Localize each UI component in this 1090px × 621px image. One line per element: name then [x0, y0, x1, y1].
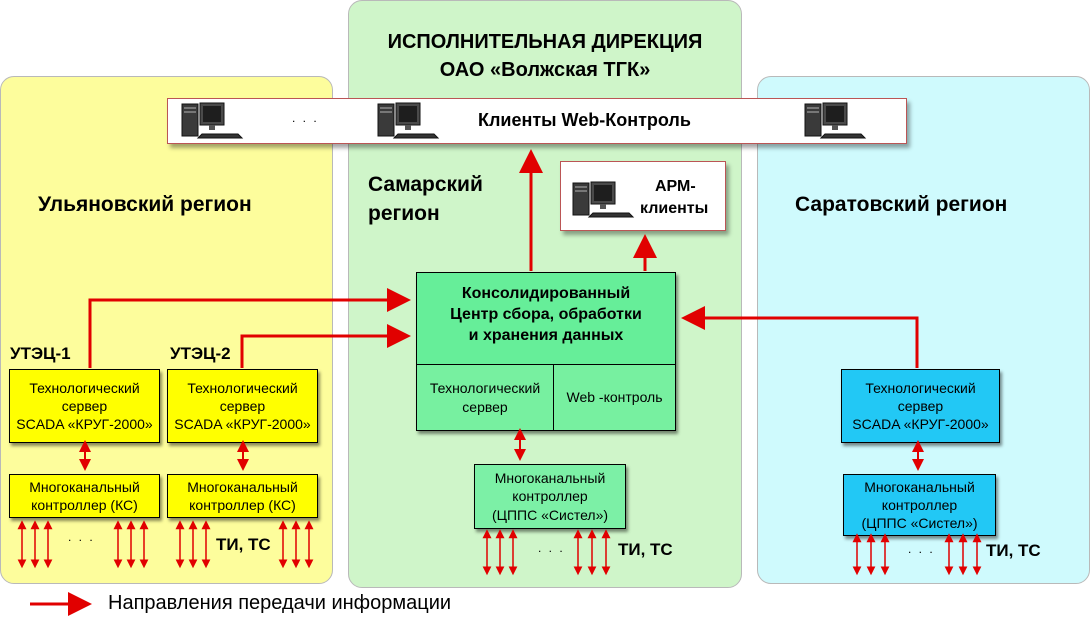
utec1-ctrl-line2: контроллер (КС) [31, 497, 138, 513]
arm-line2: клиенты [640, 200, 709, 217]
center-line3: и хранения данных [468, 327, 624, 344]
utec2-server-line1: Технологический [187, 379, 298, 396]
ulyanovsk-signals-label: ТИ, ТС [216, 535, 271, 554]
ulyanovsk-signals-ellipsis: . . . [68, 530, 95, 544]
samara-title-line1: Самарский [368, 173, 483, 196]
saratov-server-line2: сервер [897, 397, 944, 414]
samara-ctrl-line2: контроллер [512, 488, 588, 505]
signal-lines-saratov [852, 533, 982, 576]
flow-arrow-utec1-to-center [88, 288, 411, 368]
signal-lines-samara [482, 529, 611, 576]
web-clients-label: Клиенты Web-Контроль [478, 110, 691, 130]
center-tech-server-line2: сервер [462, 398, 508, 415]
samara-signals-ellipsis: . . . [538, 541, 565, 555]
saratov-server-box: Технологический сервер SCADA «КРУГ-2000» [841, 369, 1000, 443]
samara-region-title: Самарский регион [368, 170, 483, 228]
utec1-server-line3: SCADA «КРУГ-2000» [16, 416, 153, 433]
utec1-ctrl-line1: Многоканальный [29, 478, 140, 495]
center-line1: Консолидированный [461, 285, 631, 302]
samara-title-line2: регион [368, 202, 440, 225]
utec2-controller-box: Многоканальный контроллер (КС) [167, 474, 318, 518]
saratov-server-line1: Технологический [865, 379, 976, 396]
web-clients-bar [167, 98, 907, 144]
saratov-server-line3: SCADA «КРУГ-2000» [852, 416, 989, 433]
saratov-signals-ellipsis: . . . [908, 542, 935, 556]
samara-controller-box: Многоканальный контроллер (ЦППС «Систел»… [474, 464, 626, 529]
consolidated-center-title: Консолидированный Центр сбора, обработки… [416, 283, 676, 346]
center-tech-server-line1: Технологический [429, 380, 541, 397]
utec1-controller-box: Многоканальный контроллер (КС) [9, 474, 160, 518]
utec1-server-box: Технологический сервер SCADA «КРУГ-2000» [9, 369, 160, 443]
signal-lines-ulyanovsk [17, 520, 314, 569]
web-clients-ellipsis: . . . [292, 111, 319, 125]
computer-icon [804, 102, 867, 139]
arm-line1: АРМ- [655, 178, 696, 195]
plant-utec2-label: УТЭЦ-2 [170, 344, 231, 363]
ulyanovsk-region-title: Ульяновский регион [38, 193, 252, 216]
saratov-ctrl-line3: (ЦППС «Систел») [861, 515, 978, 532]
saratov-region-title: Саратовский регион [795, 193, 1008, 216]
center-line2: Центр сбора, обработки [450, 306, 642, 323]
utec1-server-line2: сервер [61, 397, 108, 414]
saratov-ctrl-line1: Многоканальный [864, 478, 975, 495]
saratov-signals-label: ТИ, ТС [986, 541, 1041, 560]
flow-arrow-utec2-to-center [240, 324, 411, 368]
samara-ctrl-line1: Многоканальный [494, 470, 606, 487]
utec2-server-line3: SCADA «КРУГ-2000» [174, 416, 311, 433]
plant-utec1-label: УТЭЦ-1 [10, 344, 71, 363]
header-title: ИСПОЛНИТЕЛЬНАЯ ДИРЕКЦИЯ ОАО «Волжская ТГ… [348, 28, 742, 84]
arm-clients-label: АРМ- клиенты [640, 176, 708, 220]
utec1-server-line1: Технологический [29, 379, 140, 396]
utec2-ctrl-line2: контроллер (КС) [189, 497, 296, 513]
saratov-controller-box: Многоканальный контроллер (ЦППС «Систел»… [843, 474, 996, 536]
samara-signals-label: ТИ, ТС [618, 540, 673, 559]
computer-icon [572, 181, 635, 218]
center-web-control-label: Web -контроль [566, 389, 663, 406]
legend-label: Направления передачи информации [108, 592, 452, 614]
center-web-control: Web -контроль [553, 364, 676, 431]
flow-arrow-saratov-to-center [681, 306, 919, 368]
saratov-ctrl-line2: контроллер [881, 496, 958, 513]
header-title-line2: ОАО «Волжская ТГК» [439, 59, 651, 81]
samara-ctrl-line3: (ЦППС «Систел») [491, 506, 609, 523]
computer-icon [181, 102, 244, 139]
utec2-ctrl-line1: Многоканальный [187, 478, 298, 495]
utec2-server-line2: сервер [219, 397, 266, 414]
header-title-line1: ИСПОЛНИТЕЛЬНАЯ ДИРЕКЦИЯ [387, 31, 703, 53]
center-tech-server: Технологический сервер [416, 364, 554, 431]
computer-icon [377, 102, 440, 139]
